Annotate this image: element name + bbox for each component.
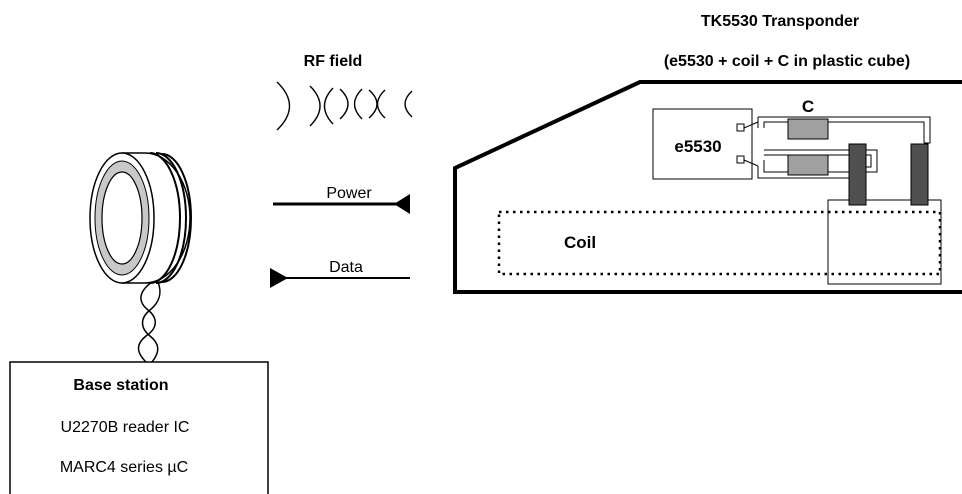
reader-coil-winding-1 [149, 152, 181, 284]
coil-label: Coil [564, 233, 596, 252]
rf-wave-3 [323, 87, 334, 125]
capacitor [787, 118, 829, 176]
base-station-line2: MARC4 series µC [60, 459, 188, 476]
chip-pad-bottom [736, 155, 745, 164]
rf-wave-1 [276, 81, 291, 131]
data-label: Data [329, 259, 363, 276]
rf-wave-2 [309, 85, 321, 127]
base-station-line1: U2270B reader IC [61, 419, 190, 436]
transponder-substrate [827, 199, 942, 285]
coil-terminal-right [910, 143, 929, 206]
reader-coil-winding-2 [155, 152, 187, 284]
chip-label: e5530 [674, 137, 721, 156]
transponder-title: TK5530 Transponder [701, 13, 859, 30]
trace-mid-upper [764, 149, 878, 173]
capacitor-label: C [802, 97, 814, 116]
rf-field-label: RF field [304, 53, 363, 70]
coil-terminal-left [848, 143, 867, 206]
transponder: Coil e5530 C [453, 80, 962, 294]
wire-strand-b [141, 281, 161, 363]
power-signal: Power [273, 185, 410, 214]
rf-field-waves [276, 81, 413, 131]
reader-coil-hole [101, 171, 143, 265]
bond-wire-top [743, 121, 759, 129]
data-arrowhead [270, 268, 288, 288]
chip-pad-top [736, 123, 745, 132]
wire-strand-a [137, 281, 156, 363]
bond-wire-bottom [743, 159, 759, 167]
transponder-coil [497, 210, 942, 276]
data-signal: Data [270, 259, 410, 288]
base-station-box [9, 361, 269, 494]
base-station-title: Base station [73, 377, 168, 394]
transponder-subtitle: (e5530 + coil + C in plastic cube) [664, 53, 910, 70]
rf-wave-5 [353, 88, 363, 120]
reader-coil [89, 152, 192, 284]
circuit-traces [757, 116, 931, 179]
rf-wave-7 [376, 89, 386, 119]
power-arrowhead [394, 194, 410, 214]
capacitor-plate-bottom [787, 154, 829, 176]
power-label: Power [326, 185, 372, 202]
trace-top-inner [757, 117, 925, 143]
rf-wave-8 [404, 90, 413, 118]
rf-wave-4 [339, 88, 349, 120]
reader-coil-winding-3 [161, 153, 192, 283]
twisted-pair-wire [137, 281, 161, 363]
transponder-housing [453, 80, 962, 294]
trace-bottom-outer [757, 166, 850, 179]
trace-top-outer [758, 116, 931, 144]
e5530-chip [652, 108, 753, 180]
capacitor-plate-top [787, 118, 829, 140]
bond-wires [743, 121, 759, 167]
rf-wave-6 [368, 89, 378, 119]
base-station: Base station U2270B reader IC MARC4 seri… [9, 361, 269, 494]
